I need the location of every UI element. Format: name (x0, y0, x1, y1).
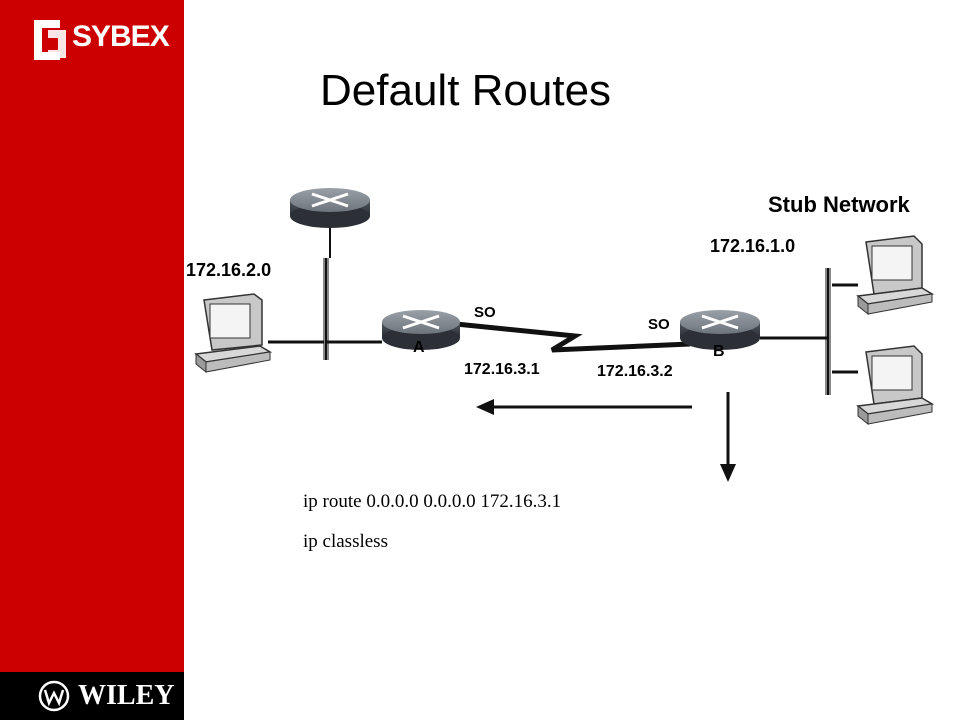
page-title: Default Routes (320, 66, 612, 115)
sybex-brand-text: SYBEX (72, 20, 170, 53)
command-line-ip-classless: ip classless (303, 531, 388, 552)
network-left-label: 172.16.2.0 (186, 260, 272, 280)
ip-a-label: 172.16.3.1 (464, 361, 540, 378)
router-a-icon (382, 310, 460, 350)
pc-right-bottom-icon (856, 345, 935, 426)
serial-link (455, 321, 691, 353)
ip-b-label: 172.16.3.2 (597, 363, 673, 380)
stub-network-label: Stub Network (768, 192, 910, 217)
router-a-label: A (413, 339, 425, 356)
sidebar (0, 0, 184, 720)
arrow-down-icon (720, 392, 736, 482)
footer-bar (0, 672, 184, 720)
router-b-label: B (713, 343, 725, 360)
network-right-label: 172.16.1.0 (710, 236, 796, 256)
serial-b-label: SO (648, 316, 670, 333)
sybex-logo-icon (34, 20, 66, 60)
pc-left-icon (194, 293, 273, 374)
pc-right-top-icon (856, 235, 935, 316)
router-top-icon (290, 188, 370, 228)
arrow-left-icon (476, 399, 692, 415)
serial-a-label: SO (474, 304, 496, 321)
wiley-emblem-icon (38, 680, 70, 712)
command-line-ip-route: ip route 0.0.0.0 0.0.0.0 172.16.3.1 (303, 491, 562, 512)
link-lines (268, 228, 858, 374)
wiley-brand-text: WILEY (78, 680, 175, 711)
router-b-icon (680, 310, 760, 350)
